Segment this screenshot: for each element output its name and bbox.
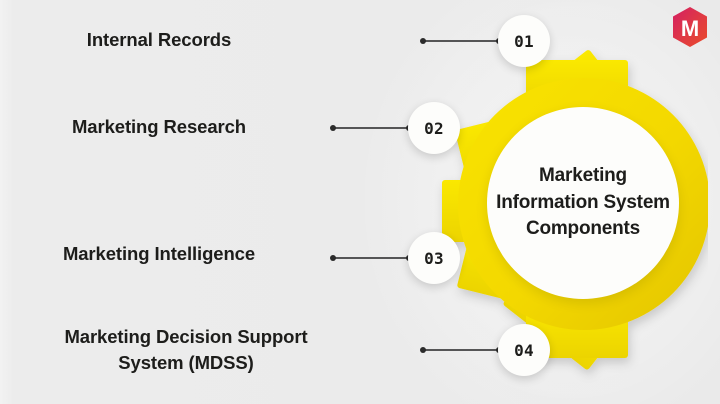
connector-line-01 — [420, 38, 502, 44]
step-label-01: Internal Records — [86, 29, 232, 50]
step-label-02: Marketing Research — [71, 116, 247, 137]
center-circle: Marketing Information System Components — [487, 107, 679, 299]
step-number-04: 04 — [514, 340, 534, 360]
step-number-03: 03 — [424, 248, 444, 268]
connector-line-04 — [420, 347, 502, 353]
step-badge-03[interactable]: 03 — [408, 232, 460, 284]
brand-logo[interactable]: M — [669, 5, 711, 49]
step-label-03: Marketing Intelligence — [62, 243, 256, 264]
step-badge-01[interactable]: 01 — [498, 15, 550, 67]
hexagon-shape — [673, 7, 707, 47]
step-label-04: Marketing Decision Support System (MDSS) — [0, 324, 372, 375]
step-label-04-line-1: Marketing Decision Support — [64, 326, 308, 347]
logo-letter: M — [681, 16, 699, 41]
center-title-line-1: Marketing — [539, 164, 627, 186]
center-title-line-2: Information System — [496, 191, 670, 213]
step-badge-04[interactable]: 04 — [498, 324, 550, 376]
connector-line-02 — [330, 125, 412, 131]
center-title-line-3: Components — [525, 218, 641, 240]
connector-line-03 — [330, 255, 412, 261]
step-number-01: 01 — [514, 31, 534, 51]
step-number-02: 02 — [424, 118, 444, 138]
step-badge-02[interactable]: 02 — [408, 102, 460, 154]
step-label-04-line-2: System (MDSS) — [118, 351, 254, 373]
center-title: Marketing Information System Components — [487, 163, 679, 244]
